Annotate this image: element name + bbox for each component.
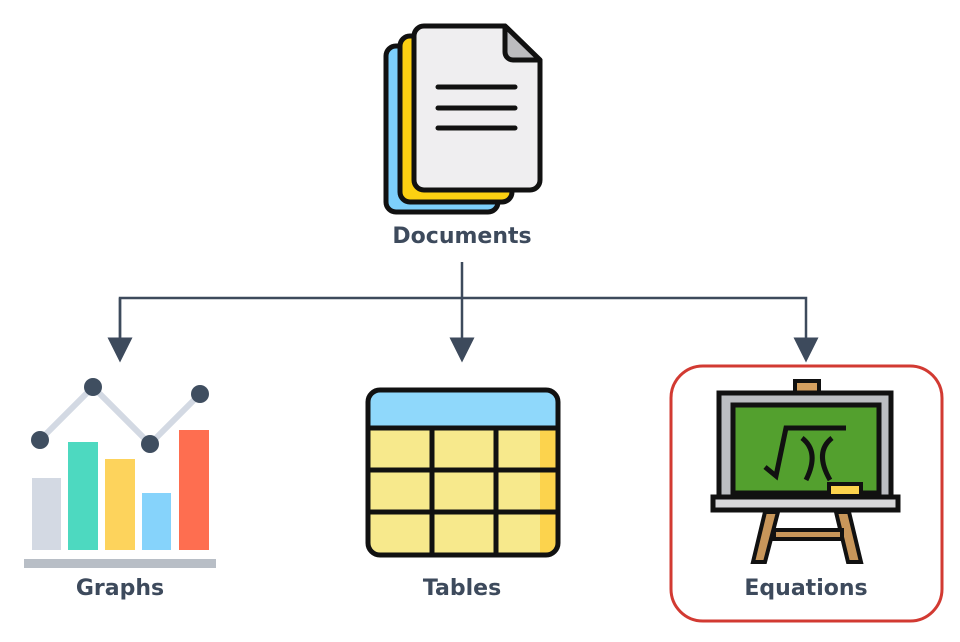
chart-icon: [24, 378, 216, 568]
bar: [179, 430, 209, 550]
node-label-equations: Equations: [744, 576, 868, 601]
highlight-box: [669, 364, 944, 623]
bar: [105, 459, 135, 550]
node-label-tables: Tables: [422, 576, 502, 601]
connectors: [107, 262, 819, 363]
bar: [142, 493, 171, 550]
documents-icon: [383, 23, 543, 215]
bar: [68, 442, 98, 550]
table-icon: [365, 387, 561, 558]
chalkboard-equation-icon: [710, 379, 901, 564]
node-label-documents: Documents: [392, 224, 532, 249]
node-label-graphs: Graphs: [75, 576, 165, 601]
bar: [32, 478, 61, 550]
